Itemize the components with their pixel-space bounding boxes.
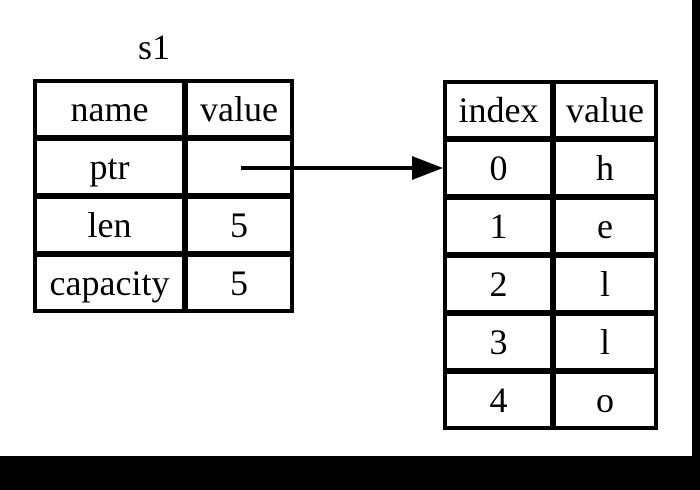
heap-row-3: 3 l: [444, 313, 657, 371]
heap-row-0: 0 h: [444, 139, 657, 197]
heap-value-0-cell: h: [553, 139, 657, 197]
stack-header-row: name value: [34, 80, 293, 138]
stack-len-name-cell: len: [34, 196, 185, 254]
heap-value-4-cell: o: [553, 371, 657, 429]
variable-name-label: s1: [137, 27, 170, 67]
heap-index-0-cell: 0: [444, 139, 553, 197]
screen-bezel-right: [692, 0, 700, 490]
stack-ptr-name-cell: ptr: [34, 138, 185, 196]
heap-value-2-cell: l: [553, 255, 657, 313]
stack-row-capacity: capacity 5: [34, 254, 293, 312]
stack-header-name: name: [34, 80, 185, 138]
heap-header-index: index: [444, 81, 553, 139]
heap-index-2-cell: 2: [444, 255, 553, 313]
heap-index-4-cell: 4: [444, 371, 553, 429]
heap-value-1-cell: e: [553, 197, 657, 255]
heap-header-value: value: [553, 81, 657, 139]
heap-value-3-cell: l: [553, 313, 657, 371]
screen-bezel-bottom: [0, 456, 700, 490]
stack-capacity-value-cell: 5: [185, 254, 293, 312]
heap-index-3-cell: 3: [444, 313, 553, 371]
stack-ptr-value-cell: [185, 138, 293, 196]
stack-capacity-name-cell: capacity: [34, 254, 185, 312]
heap-row-1: 1 e: [444, 197, 657, 255]
heap-header-row: index value: [444, 81, 657, 139]
stack-len-value-cell: 5: [185, 196, 293, 254]
stack-header-value: value: [185, 80, 293, 138]
stack-row-len: len 5: [34, 196, 293, 254]
heap-index-1-cell: 1: [444, 197, 553, 255]
heap-row-4: 4 o: [444, 371, 657, 429]
stack-row-ptr: ptr: [34, 138, 293, 196]
heap-table: index value 0 h 1 e 2 l 3 l 4 o: [443, 80, 658, 430]
stack-table: name value ptr len 5 capacity 5: [33, 79, 294, 313]
heap-row-2: 2 l: [444, 255, 657, 313]
